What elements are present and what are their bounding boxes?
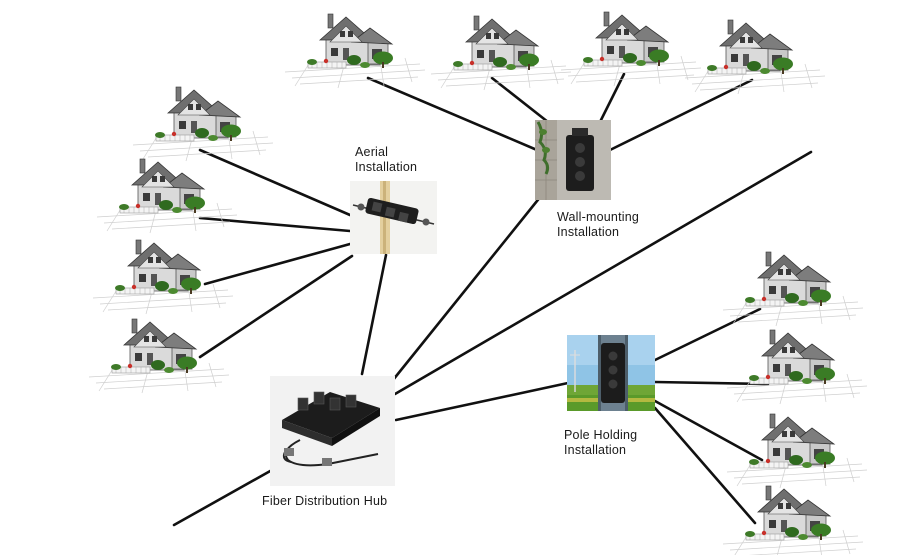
house-icon xyxy=(722,251,864,327)
hub-label-text: Fiber Distribution Hub xyxy=(262,494,388,508)
aerial-label-line-2: Installation xyxy=(355,160,418,174)
cable-wall-house-3 xyxy=(598,72,626,124)
cable-aerial-house-3 xyxy=(203,242,352,286)
house-icon xyxy=(560,11,702,87)
cable-wall-house-1 xyxy=(366,76,539,152)
wall-mounting-installation-label: Wall-mounting Installation xyxy=(557,210,639,240)
pole-label-line-2: Installation xyxy=(564,443,627,457)
cable-aerial-house-2 xyxy=(198,216,352,233)
fiber-cables xyxy=(172,72,813,527)
house-icon xyxy=(92,239,234,315)
cable-pole-house-2 xyxy=(653,380,770,386)
cable-aerial-house-1 xyxy=(198,148,352,217)
aerial-closure-icon xyxy=(350,181,437,254)
pole-label-line-1: Pole Holding xyxy=(564,428,638,442)
pole-mount-closure-icon xyxy=(567,335,655,411)
wall-mount-closure-icon xyxy=(535,120,611,200)
cable-wall-house-4 xyxy=(608,78,754,152)
fiber-distribution-hub-label: Fiber Distribution Hub xyxy=(262,494,387,509)
aerial-label-line-1: Aerial xyxy=(355,145,389,159)
cable-hub-long-branch xyxy=(393,150,813,396)
wall-label-line-1: Wall-mounting xyxy=(557,210,640,224)
house-icon xyxy=(284,13,426,89)
cable-hub-wall xyxy=(391,194,543,382)
house-icon xyxy=(722,485,864,560)
wall-label-line-2: Installation xyxy=(557,225,620,239)
cable-aerial-house-4 xyxy=(198,254,354,359)
cable-hub-pole xyxy=(394,381,570,422)
house-icon xyxy=(684,19,826,95)
house-icon xyxy=(96,158,238,234)
pole-holding-installation-label: Pole Holding Installation xyxy=(564,428,637,458)
cable-pole-house-1 xyxy=(653,307,762,362)
cable-wall-house-2 xyxy=(490,76,550,124)
cable-hub-aerial xyxy=(360,253,388,376)
cable-pole-house-4 xyxy=(653,406,757,525)
aerial-installation-label: Aerial Installation xyxy=(355,145,417,175)
cable-pole-house-3 xyxy=(653,399,764,462)
fiber-distribution-hub-icon xyxy=(270,376,395,486)
cable-hub-trunk xyxy=(172,468,274,527)
house-icon xyxy=(88,318,230,394)
house-icon xyxy=(726,329,868,405)
house-icon xyxy=(430,15,572,91)
